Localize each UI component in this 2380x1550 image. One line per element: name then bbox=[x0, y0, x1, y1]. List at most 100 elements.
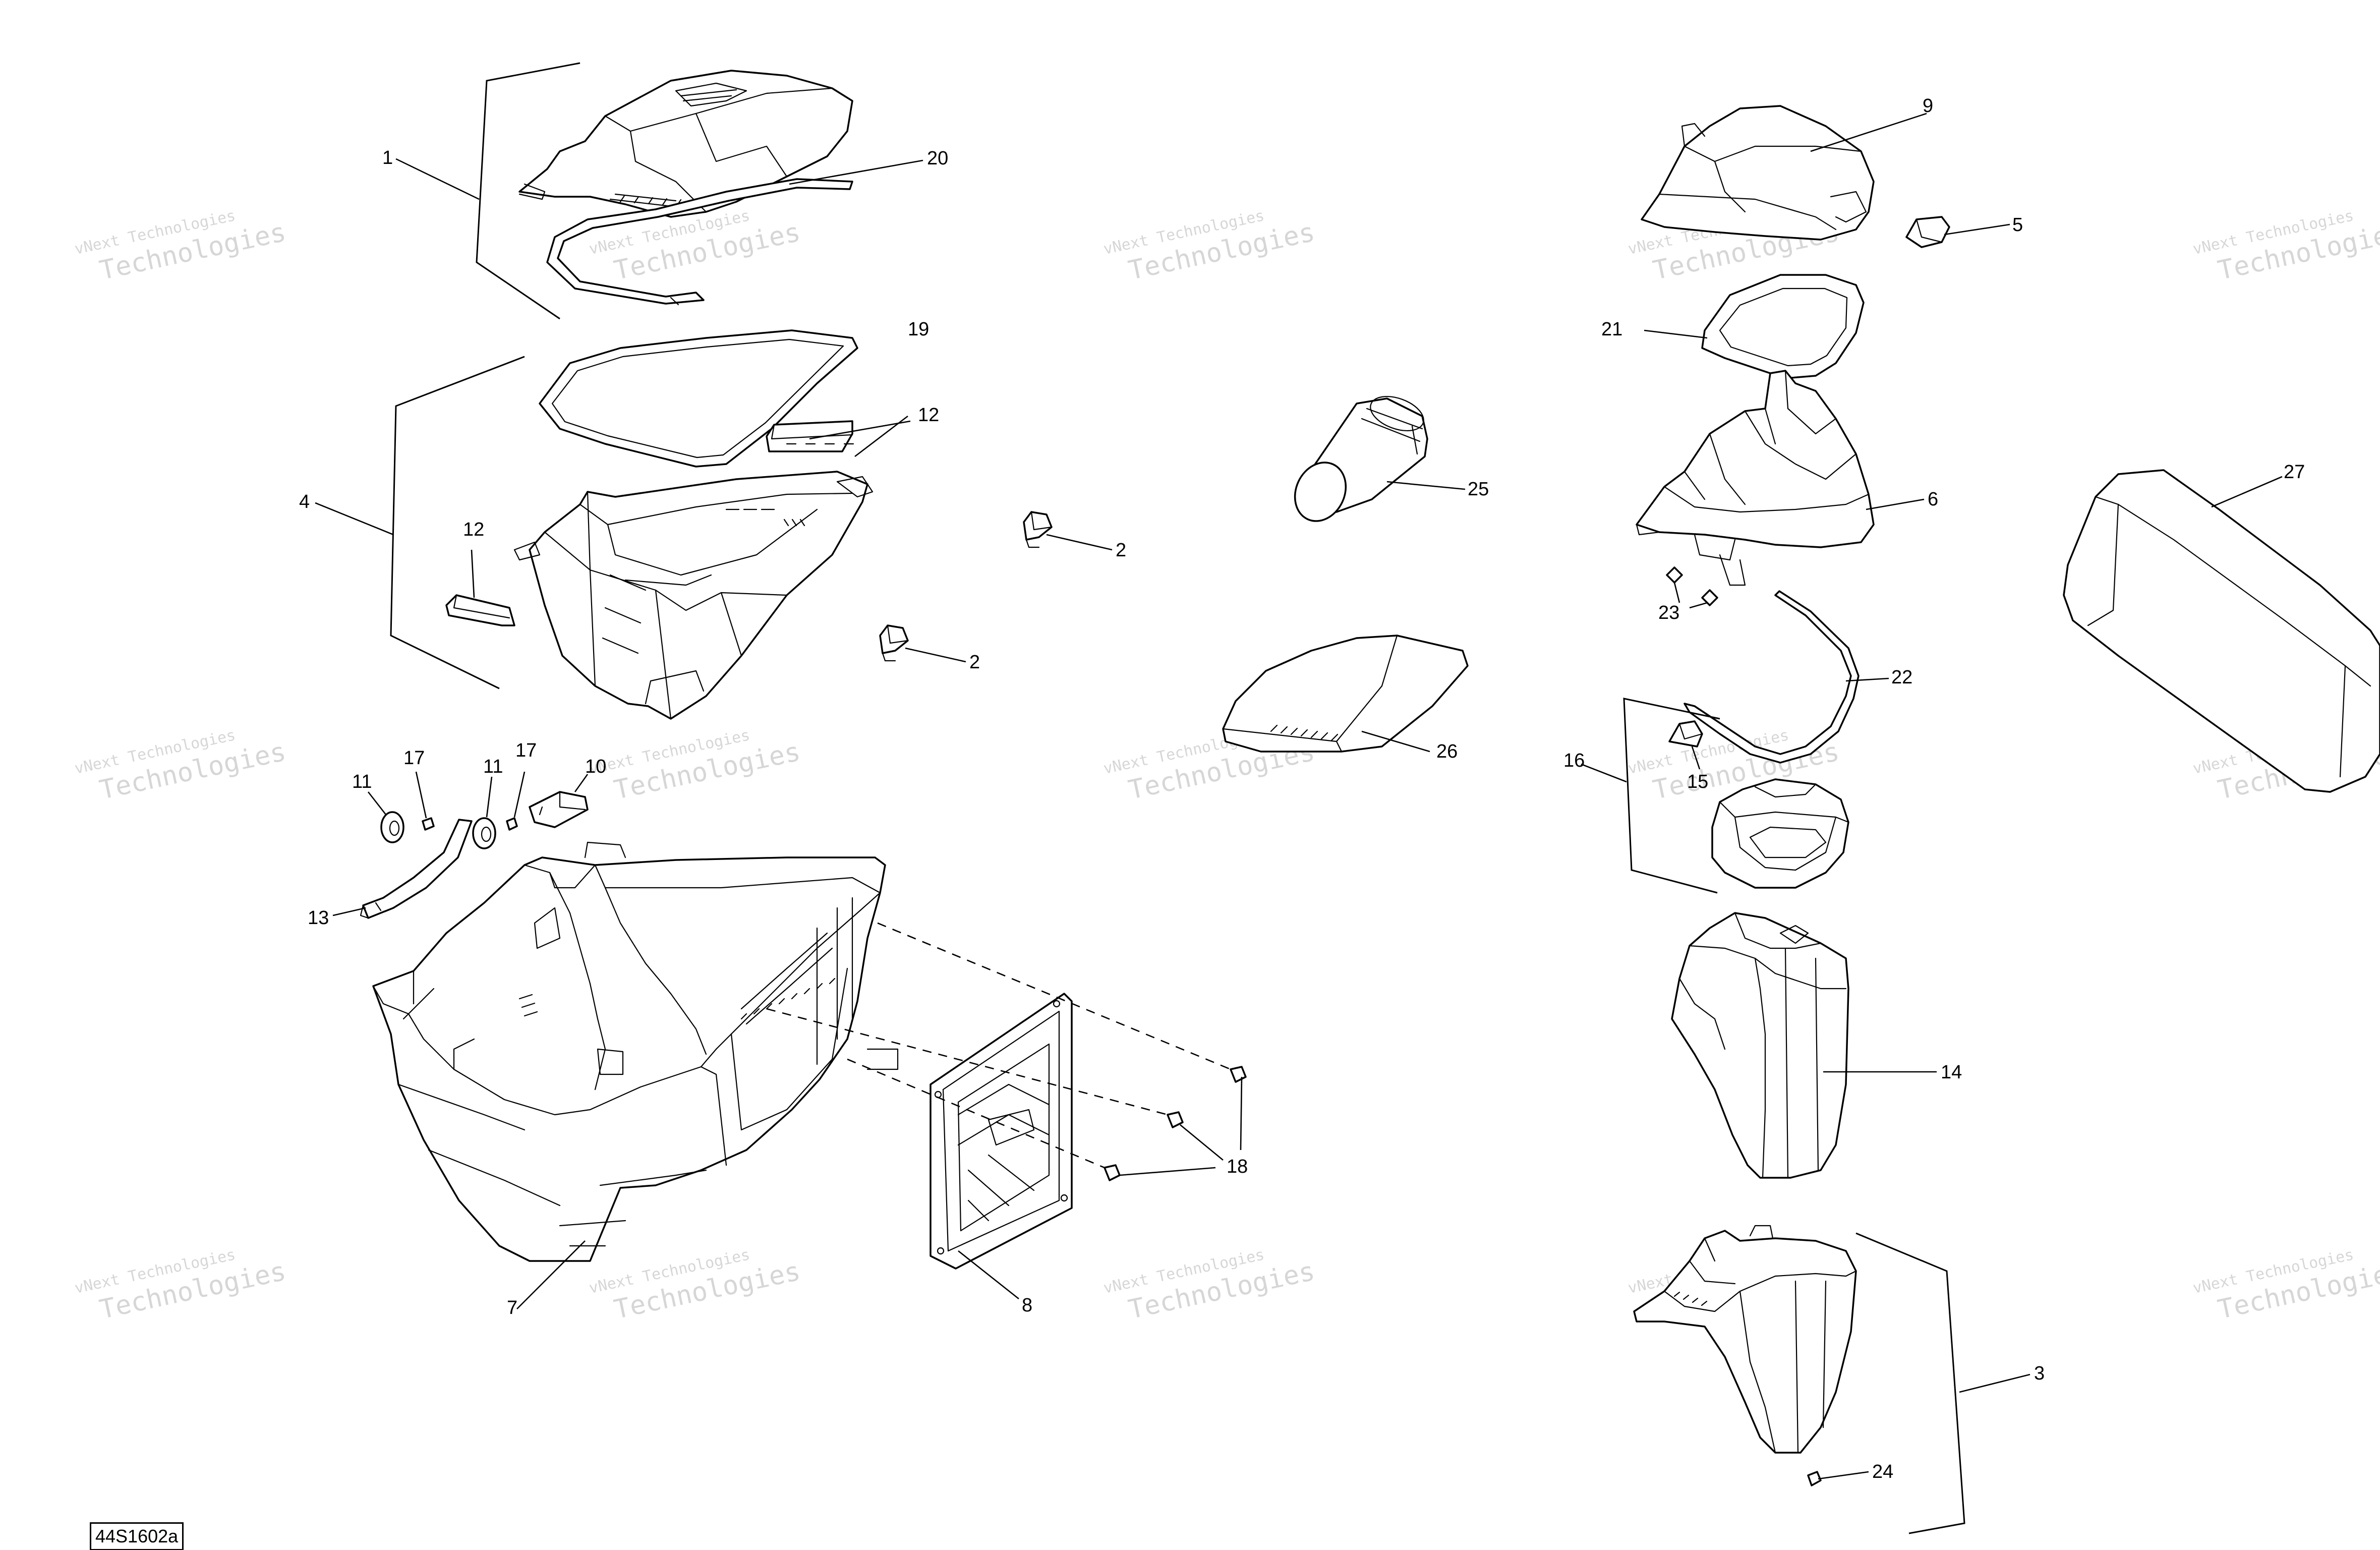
callout-2-upper: 2 bbox=[1116, 540, 1126, 561]
callout-23: 23 bbox=[1658, 602, 1679, 623]
part-rivet-23-a[interactable] bbox=[1666, 566, 1683, 584]
part-clip-5[interactable] bbox=[1905, 216, 1950, 248]
part-screw-24[interactable] bbox=[1807, 1471, 1822, 1486]
leader-24 bbox=[1818, 1471, 1869, 1480]
callout-1: 1 bbox=[382, 147, 393, 168]
callout-4: 4 bbox=[299, 491, 310, 512]
bracket-4 bbox=[390, 356, 525, 690]
callout-20: 20 bbox=[927, 148, 948, 169]
part-rivet-17-left[interactable] bbox=[422, 817, 435, 831]
part-pad[interactable] bbox=[1222, 635, 1469, 753]
callout-17-left: 17 bbox=[403, 748, 425, 769]
leader-6 bbox=[1866, 498, 1925, 510]
part-cushion[interactable] bbox=[2063, 469, 2380, 793]
leader-22 bbox=[1845, 677, 1889, 682]
leader-2-upper bbox=[1046, 534, 1113, 551]
callout-19: 19 bbox=[908, 319, 929, 340]
callout-17-right: 17 bbox=[515, 740, 537, 761]
bracket-16 bbox=[1623, 698, 1720, 894]
leader-21 bbox=[1644, 329, 1708, 339]
part-rivet-17-right[interactable] bbox=[506, 817, 518, 831]
leader-27 bbox=[2211, 476, 2283, 508]
part-bin-gasket[interactable] bbox=[539, 329, 858, 468]
callout-26: 26 bbox=[1436, 741, 1458, 762]
callout-18: 18 bbox=[1227, 1156, 1248, 1177]
callout-7: 7 bbox=[507, 1297, 517, 1318]
part-clip-2-lower[interactable] bbox=[879, 624, 909, 662]
leader-8 bbox=[958, 1250, 1019, 1300]
leader-17-right bbox=[513, 771, 526, 818]
leader-18-b bbox=[1180, 1124, 1224, 1161]
part-support-6[interactable] bbox=[1636, 370, 1875, 586]
part-strap-13[interactable] bbox=[360, 819, 473, 919]
leader-2-lower bbox=[905, 647, 966, 663]
leader-20 bbox=[789, 159, 923, 185]
callout-25: 25 bbox=[1468, 479, 1489, 500]
leader-15 bbox=[1691, 746, 1701, 770]
leader-23-a bbox=[1673, 582, 1680, 603]
part-clip-15[interactable] bbox=[1668, 720, 1703, 748]
leader-4 bbox=[315, 502, 394, 536]
callout-22: 22 bbox=[1891, 667, 1912, 688]
part-latch-12-left[interactable] bbox=[445, 594, 515, 626]
part-cover-9[interactable] bbox=[1641, 105, 1875, 241]
callout-2-lower: 2 bbox=[969, 652, 980, 673]
callout-11-right: 11 bbox=[483, 756, 503, 777]
part-screw-18-b[interactable] bbox=[1167, 1111, 1184, 1128]
part-lid-gasket[interactable] bbox=[546, 178, 853, 306]
leader-11-left bbox=[367, 791, 387, 815]
part-clip-2-upper[interactable] bbox=[1023, 511, 1053, 548]
callout-6: 6 bbox=[1928, 489, 1938, 510]
callout-16: 16 bbox=[1563, 750, 1585, 771]
callout-labels: 1 20 19 12 4 12 2 2 17 17 10 11 11 13 7 … bbox=[299, 95, 2305, 1482]
part-knob-assy[interactable] bbox=[1711, 778, 1849, 889]
callout-12-left: 12 bbox=[463, 519, 484, 540]
leader-13 bbox=[332, 907, 366, 916]
part-latch-12-right[interactable] bbox=[766, 420, 854, 452]
part-screw-18-a[interactable] bbox=[1230, 1066, 1247, 1083]
leader-18-a bbox=[1240, 1076, 1243, 1151]
callout-13: 13 bbox=[308, 907, 329, 929]
figure-reference-code: 44S1602a bbox=[90, 1522, 184, 1550]
callout-12-right: 12 bbox=[918, 405, 939, 426]
bracket-1 bbox=[476, 62, 581, 320]
part-storage-bin[interactable] bbox=[513, 471, 874, 720]
part-grommet-11-left[interactable] bbox=[380, 811, 404, 843]
callout-9: 9 bbox=[1923, 95, 1933, 117]
leader-11-right bbox=[486, 776, 493, 818]
part-housing-3[interactable] bbox=[1633, 1225, 1857, 1454]
callout-14: 14 bbox=[1941, 1062, 1962, 1083]
callout-5: 5 bbox=[2012, 214, 2023, 236]
part-seal-21[interactable] bbox=[1701, 274, 1865, 379]
part-grommet-11-right[interactable] bbox=[472, 817, 496, 849]
leader-17-left bbox=[415, 771, 427, 819]
part-rod-22[interactable] bbox=[1684, 590, 1860, 764]
leader-3 bbox=[1959, 1373, 2030, 1393]
callout-8: 8 bbox=[1022, 1295, 1032, 1316]
callout-10: 10 bbox=[585, 756, 606, 777]
part-lid[interactable] bbox=[518, 70, 853, 218]
leader-9 bbox=[1810, 112, 1927, 152]
leader-1 bbox=[395, 158, 480, 200]
leader-16 bbox=[1581, 763, 1627, 783]
callout-24: 24 bbox=[1872, 1461, 1893, 1482]
part-latch-10[interactable] bbox=[529, 791, 589, 828]
part-screw-18-c[interactable] bbox=[1104, 1164, 1121, 1181]
leader-7 bbox=[516, 1240, 586, 1309]
bracket-3 bbox=[1855, 1232, 1965, 1534]
leader-10 bbox=[574, 774, 589, 792]
leader-26 bbox=[1361, 730, 1430, 753]
leader-25 bbox=[1386, 481, 1466, 490]
part-storage-tub[interactable] bbox=[372, 841, 899, 1262]
leader-19 bbox=[854, 415, 908, 457]
part-hinge-plate[interactable] bbox=[930, 993, 1073, 1270]
part-housing-14[interactable] bbox=[1671, 912, 1849, 1179]
dashline-middle bbox=[766, 1008, 1168, 1116]
callout-21: 21 bbox=[1601, 319, 1622, 340]
leader-18-c bbox=[1119, 1167, 1216, 1176]
leader-12-left bbox=[471, 549, 475, 598]
part-funnel[interactable] bbox=[1286, 390, 1428, 530]
callout-3: 3 bbox=[2034, 1363, 2045, 1384]
